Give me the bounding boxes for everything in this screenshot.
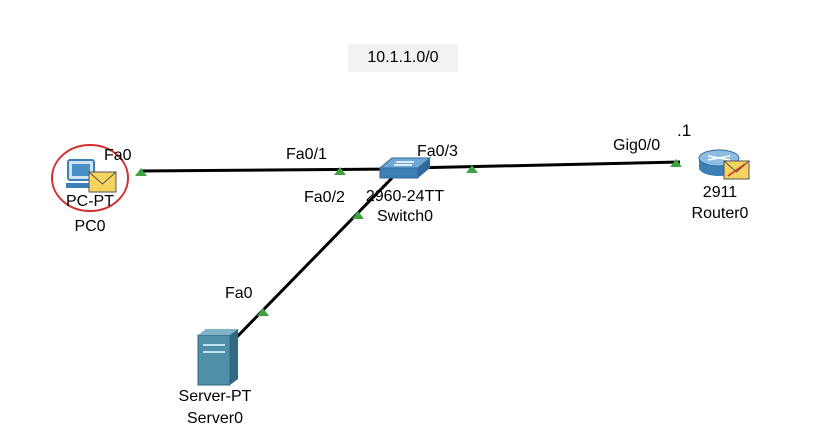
link-switch-router[interactable] [409,160,681,170]
router-model-label: 2911 [702,184,738,201]
link-switch-server[interactable] [228,176,394,346]
highlight-circle [51,144,129,212]
pc-icon[interactable] [66,159,96,188]
switch-icon[interactable] [378,157,432,179]
link-status-up-icon [334,167,346,175]
switch-port-fa0-1-label: Fa0/1 [286,146,327,163]
pc-name-label[interactable]: PC0 [74,218,106,235]
server-icon[interactable] [197,329,238,386]
network-address-label[interactable]: 10.1.1.0/0 [348,44,458,72]
link-status-up-icon [135,168,147,176]
server-model-label: Server-PT [178,388,252,405]
server-port-label: Fa0 [225,285,253,302]
router-name-label[interactable]: Router0 [691,205,749,222]
router-port-label: Gig0/0 [613,137,661,154]
switch-model-label: 2960-24TT [365,188,445,205]
router-ip-suffix-label: .1 [677,121,692,140]
switch-port-fa0-2-label: Fa0/2 [304,189,345,206]
link-status-up-icon [670,159,682,167]
link-pc-switch[interactable] [139,167,396,173]
link-status-up-icon [257,308,269,316]
switch-port-fa0-3-label: Fa0/3 [417,143,458,160]
server-name-label[interactable]: Server0 [186,410,244,427]
pdu-envelope-icon[interactable] [723,160,750,180]
pc-model-label: PC-PT [66,193,114,210]
pc-port-label: Fa0 [104,147,132,164]
switch-name-label[interactable]: Switch0 [376,208,434,225]
link-status-up-icon [466,165,478,173]
link-status-up-icon [352,211,364,219]
pdu-envelope-icon[interactable] [88,171,117,193]
